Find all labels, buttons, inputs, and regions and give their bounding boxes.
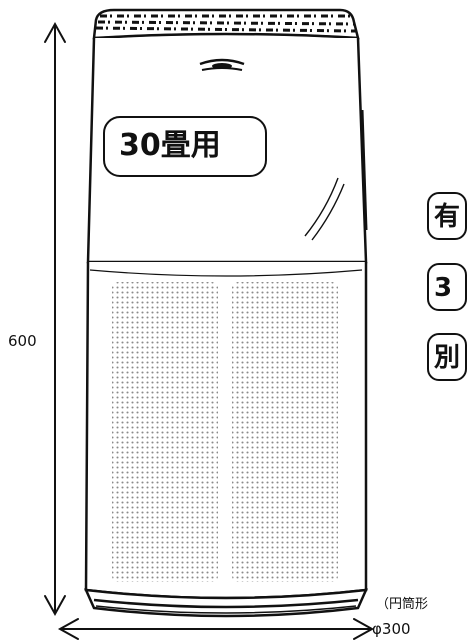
- height-label: 600: [8, 332, 37, 350]
- side-badge-1: 有: [427, 192, 467, 240]
- top-grille: [92, 8, 360, 40]
- filter-body: [84, 261, 368, 600]
- width-dimension-arrow: [57, 618, 375, 640]
- gloss-highlight: [304, 177, 345, 241]
- diameter-label: φ300: [372, 620, 411, 638]
- side-badge-2: 3: [427, 263, 467, 311]
- air-purifier-drawing: [44, 8, 375, 640]
- height-dimension-arrow: [44, 21, 66, 617]
- filter-mesh-right: [232, 282, 338, 582]
- filter-mesh-left: [112, 282, 218, 582]
- capacity-badge: 30畳用: [103, 116, 267, 177]
- handle-slot: [199, 58, 245, 71]
- base: [83, 588, 369, 618]
- shape-note: （円筒形: [376, 597, 429, 612]
- side-badge-3: 別: [427, 333, 467, 381]
